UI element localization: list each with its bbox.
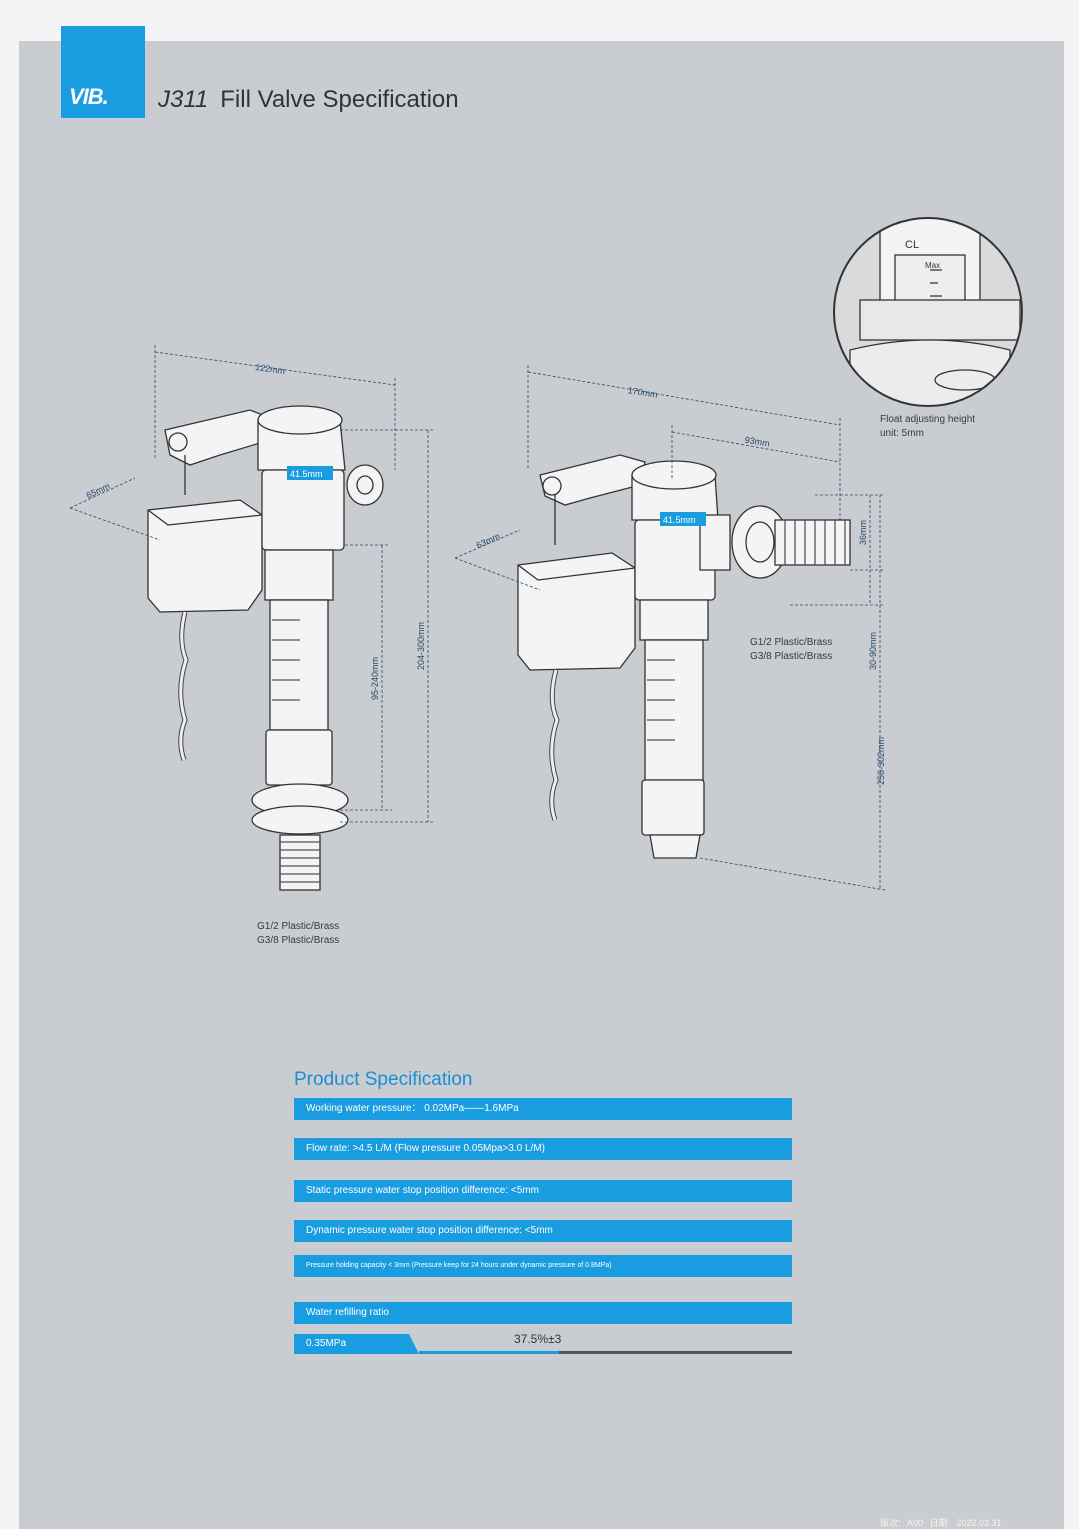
title-text: Fill Valve Specification [220,86,459,113]
float-max-label: Max [925,261,940,270]
right-connection-line2: G3/8 Plastic/Brass [750,651,833,662]
right-valve-drawing [517,454,851,859]
right-dim-inlet-range: 30-90mm [868,632,878,670]
refill-ratio-value: 37.5%±3 [514,1332,562,1346]
model-number: J311 [158,86,209,113]
refill-ratio-header: Water refilling ratio [294,1302,792,1324]
right-dim-inlet: 93mm [744,435,770,449]
float-caption-line1: Float adjusting height [880,414,976,425]
right-diameter-badge [660,512,706,526]
technical-drawing: 122mm 65mm 41.5mm 95-240mm 204-300mm [69,217,1023,891]
left-connection-note: G1/2 Plastic/Brass G3/8 Plastic/Brass [257,920,339,948]
brand-logo: VIB. [61,26,145,118]
right-connection-line1: G1/2 Plastic/Brass [750,637,833,648]
right-dim-width: 170mm [627,385,658,400]
spec-row-flow-rate: Flow rate: >4.5 L/M (Flow pressure 0.05M… [294,1138,792,1160]
logo-text: VIB. [69,84,109,109]
page-title: J311 Fill Valve Specification [158,86,459,114]
right-dim-total: 256-302mm [876,737,886,785]
right-connection-note: G1/2 Plastic/Brass G3/8 Plastic/Brass [750,636,832,664]
left-connection-line2: G3/8 Plastic/Brass [257,935,340,946]
left-valve-drawing [147,405,384,891]
left-dim-height-a: 95-240mm [370,657,380,700]
left-dim-height-b: 204-300mm [416,622,426,670]
spec-section-title: Product Specification [294,1069,473,1090]
left-dim-width: 122mm [255,362,286,376]
refill-pressure-label: 0.35MPa [294,1334,419,1354]
right-dim-inlet-height: 36mm [858,520,868,545]
spec-row-static-stop: Static pressure water stop position diff… [294,1180,792,1202]
right-dim-depth: 63mm [475,531,502,551]
left-connection-line1: G1/2 Plastic/Brass [257,921,340,932]
footer-version-date: 版次: A00 日期: 2022.03.31 [880,1518,1002,1528]
float-caption: Float adjusting height unit: 5mm [880,413,975,441]
spec-row-dynamic-stop: Dynamic pressure water stop position dif… [294,1220,792,1242]
left-dim-depth: 65mm [85,481,112,501]
refill-ratio-row: 0.35MPa 37.5%±3 [294,1332,792,1354]
left-diameter-badge [287,466,333,480]
spec-row-working-pressure: Working water pressure： 0.02MPa——1.6MPa [294,1098,792,1120]
left-dim-diameter: 41.5mm [290,469,323,479]
float-caption-line2: unit: 5mm [880,428,924,439]
spec-row-pressure-holding: Pressure holding capacity < 3mm (Pressur… [294,1255,792,1277]
refill-ratio-bar [419,1351,792,1354]
right-dim-diameter: 41.5mm [663,515,696,525]
refill-ratio-fill [419,1351,559,1354]
float-cl-label: CL [905,239,919,251]
